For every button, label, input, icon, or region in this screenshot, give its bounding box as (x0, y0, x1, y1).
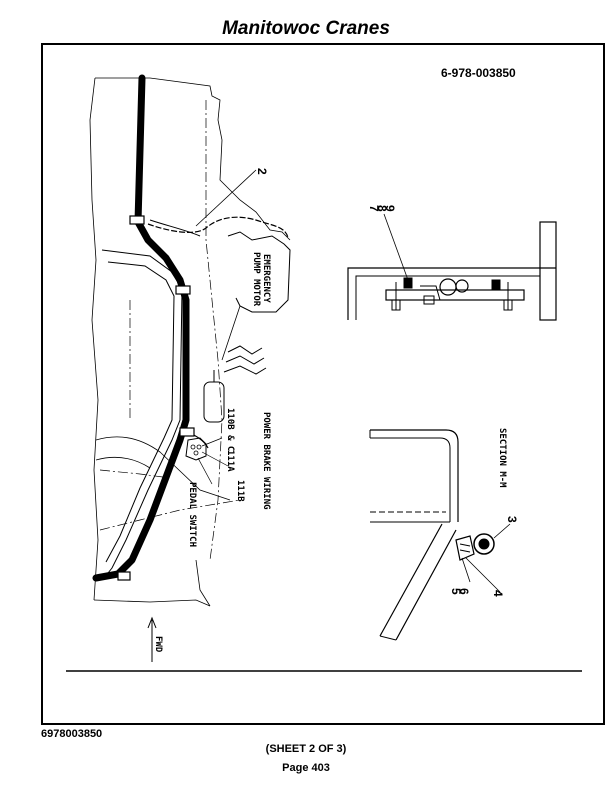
callout-3: 3 (505, 516, 519, 523)
footer-page-number: Page 403 (282, 762, 330, 774)
callout-9: 9 (383, 205, 397, 212)
footer-document-id: 6978003850 (41, 728, 103, 740)
main-harness (92, 74, 190, 582)
end-view-detail (347, 213, 557, 321)
label-pedal-switch: PEDAL SWITCH (187, 482, 197, 547)
drawing-number: 6-978-003850 (441, 66, 516, 80)
callout-6: 6 (457, 588, 471, 595)
clamp (117, 571, 131, 581)
page-title: Manitowoc Cranes (222, 18, 390, 39)
callout-7: 7 (367, 205, 381, 212)
callout-4: 4 (491, 590, 505, 597)
label-wire-110b-c: 110B & C (225, 408, 235, 451)
label-fwd: FWD (153, 636, 163, 653)
callout-5: 5 (449, 588, 463, 595)
side-view (89, 77, 291, 662)
label-section-m-m: SECTION M-M (497, 428, 507, 488)
label-wire-111a: 111A (225, 450, 235, 472)
drawing-frame (41, 43, 605, 725)
footer-sheet: (SHEET 2 OF 3) (265, 743, 347, 755)
clamp (179, 427, 195, 437)
label-emergency-pump-motor-line-2: PUMP MOTOR (251, 252, 261, 307)
section-m-m (369, 429, 511, 641)
callout-8: 8 (375, 205, 389, 212)
clamp (129, 215, 145, 225)
label-wire-111b: 111B (235, 480, 245, 502)
label-emergency-pump-motor: EMERGENCY (261, 254, 271, 303)
callout-2: 2 (255, 168, 269, 175)
label-power-brake-wiring: POWER BRAKE WIRING (261, 412, 271, 510)
clamp (175, 285, 191, 295)
